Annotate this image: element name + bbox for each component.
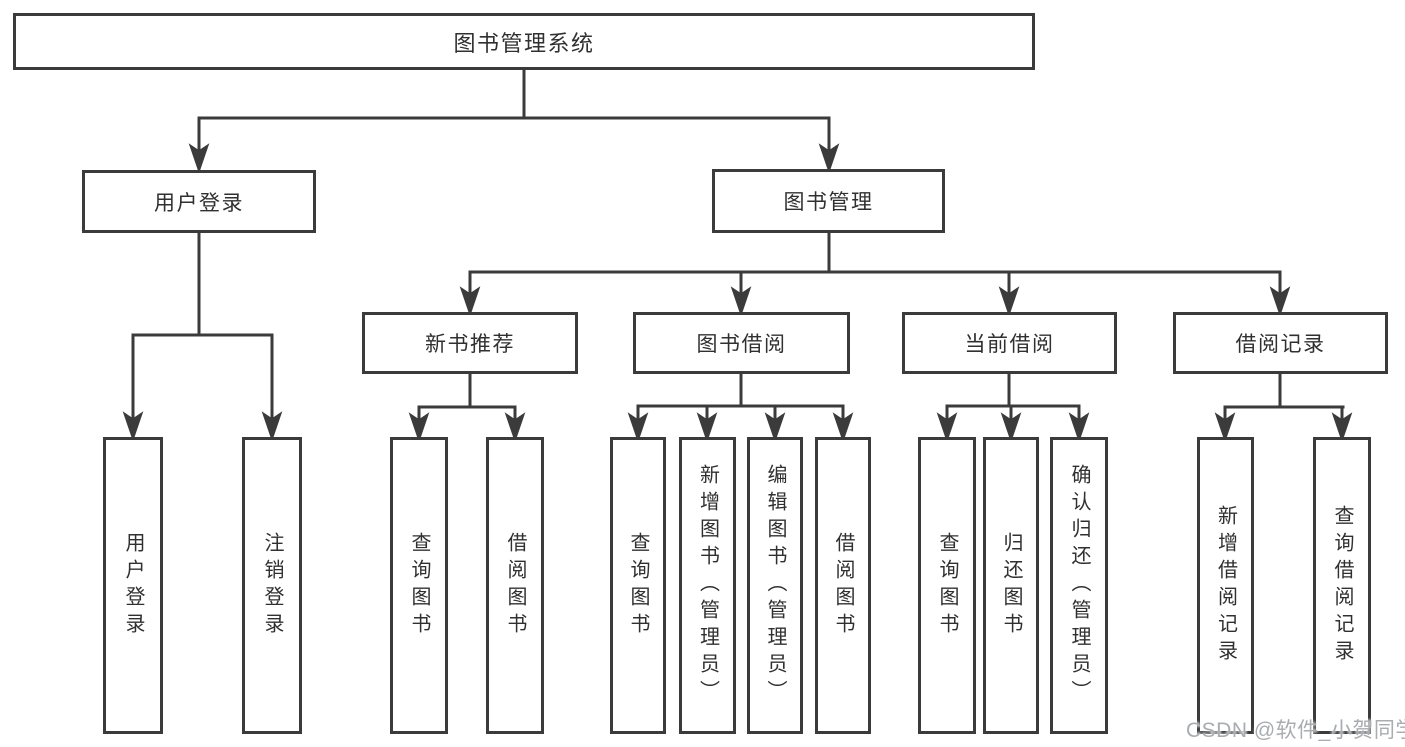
leaf-recommend-borrow-book-label: 借阅图书 — [504, 531, 526, 640]
leaf-user-login-label: 用户登录 — [122, 531, 144, 640]
node-new-book-recommend: 新书推荐 — [362, 312, 578, 374]
connector-book-borrowing-split — [627, 374, 854, 443]
leaf-records-add-record: 新增借阅记录 — [1197, 437, 1254, 734]
connector-book-management-split — [459, 233, 1291, 317]
connector-current-borrowing-split — [936, 374, 1090, 443]
node-current-borrowing-label: 当前借阅 — [964, 333, 1055, 356]
leaf-borrowing-add-book-admin-label: 新增图书（管理员） — [696, 464, 719, 707]
leaf-recommend-query-book: 查询图书 — [390, 437, 448, 734]
arrow-down-icon — [504, 412, 526, 443]
node-user-login-label: 用户登录 — [154, 191, 244, 215]
arrow-down-icon — [122, 411, 144, 442]
arrow-down-icon — [696, 412, 718, 443]
node-user-login: 用户登录 — [82, 170, 316, 233]
leaf-current-return-book: 归还图书 — [983, 437, 1039, 734]
node-new-book-recommend-label: 新书推荐 — [425, 333, 515, 356]
node-root: 图书管理系统 — [13, 13, 1035, 70]
leaf-current-confirm-return-admin: 确认归还（管理员） — [1050, 437, 1108, 734]
leaf-records-query-record-label: 查询借阅记录 — [1331, 504, 1353, 667]
leaf-current-query-book: 查询图书 — [918, 437, 976, 734]
node-current-borrowing: 当前借阅 — [902, 312, 1117, 374]
arrow-down-icon — [832, 412, 854, 443]
node-book-management-label: 图书管理 — [783, 191, 874, 214]
leaf-borrowing-query-book: 查询图书 — [610, 437, 666, 734]
leaf-borrowing-edit-book-admin-label: 编辑图书（管理员） — [764, 464, 786, 707]
arrow-down-icon — [1269, 286, 1291, 317]
arrow-down-icon — [764, 412, 786, 443]
leaf-borrowing-borrow-book-label: 借阅图书 — [832, 531, 854, 640]
node-book-borrowing-label: 图书借阅 — [696, 333, 787, 356]
leaf-records-query-record: 查询借阅记录 — [1313, 437, 1371, 734]
node-borrowing-records: 借阅记录 — [1173, 312, 1388, 374]
arrow-down-icon — [1068, 412, 1090, 443]
node-root-label: 图书管理系统 — [453, 30, 595, 56]
leaf-current-confirm-return-admin-label: 确认归还（管理员） — [1068, 464, 1090, 707]
leaf-current-return-book-label: 归还图书 — [1000, 531, 1022, 640]
leaf-borrowing-edit-book-admin: 编辑图书（管理员） — [747, 437, 803, 734]
leaf-logout-label: 注销登录 — [261, 531, 283, 640]
connector-borrowing-records-split — [1214, 374, 1353, 443]
arrow-down-icon — [1000, 412, 1022, 443]
leaf-recommend-query-book-label: 查询图书 — [408, 531, 430, 640]
arrow-down-icon — [261, 411, 283, 442]
arrow-down-icon — [730, 286, 752, 317]
leaf-recommend-borrow-book: 借阅图书 — [486, 437, 544, 734]
arrow-down-icon — [998, 286, 1020, 317]
leaf-user-login: 用户登录 — [103, 437, 163, 734]
connector-user-login-split — [122, 233, 283, 442]
connector-new-book-recommend-split — [408, 374, 526, 443]
connector-root-split — [188, 70, 840, 174]
arrow-down-icon — [627, 412, 649, 443]
leaf-current-query-book-label: 查询图书 — [936, 531, 958, 640]
leaf-logout: 注销登录 — [242, 437, 302, 734]
arrow-down-icon — [188, 143, 210, 174]
arrow-down-icon — [818, 143, 840, 174]
leaf-borrowing-add-book-admin: 新增图书（管理员） — [679, 437, 736, 734]
leaf-borrowing-query-book-label: 查询图书 — [627, 531, 649, 640]
node-book-borrowing: 图书借阅 — [633, 312, 850, 374]
arrow-down-icon — [1331, 412, 1353, 443]
leaf-records-add-record-label: 新增借阅记录 — [1214, 504, 1237, 667]
arrow-down-icon — [936, 412, 958, 443]
arrow-down-icon — [459, 286, 481, 317]
node-book-management: 图书管理 — [712, 169, 945, 233]
csdn-watermark: CSDN @软件_小贺同学 — [1186, 719, 1405, 742]
leaf-borrowing-borrow-book: 借阅图书 — [815, 437, 871, 734]
arrow-down-icon — [1214, 412, 1236, 443]
node-borrowing-records-label: 借阅记录 — [1235, 333, 1326, 356]
arrow-down-icon — [408, 412, 430, 443]
